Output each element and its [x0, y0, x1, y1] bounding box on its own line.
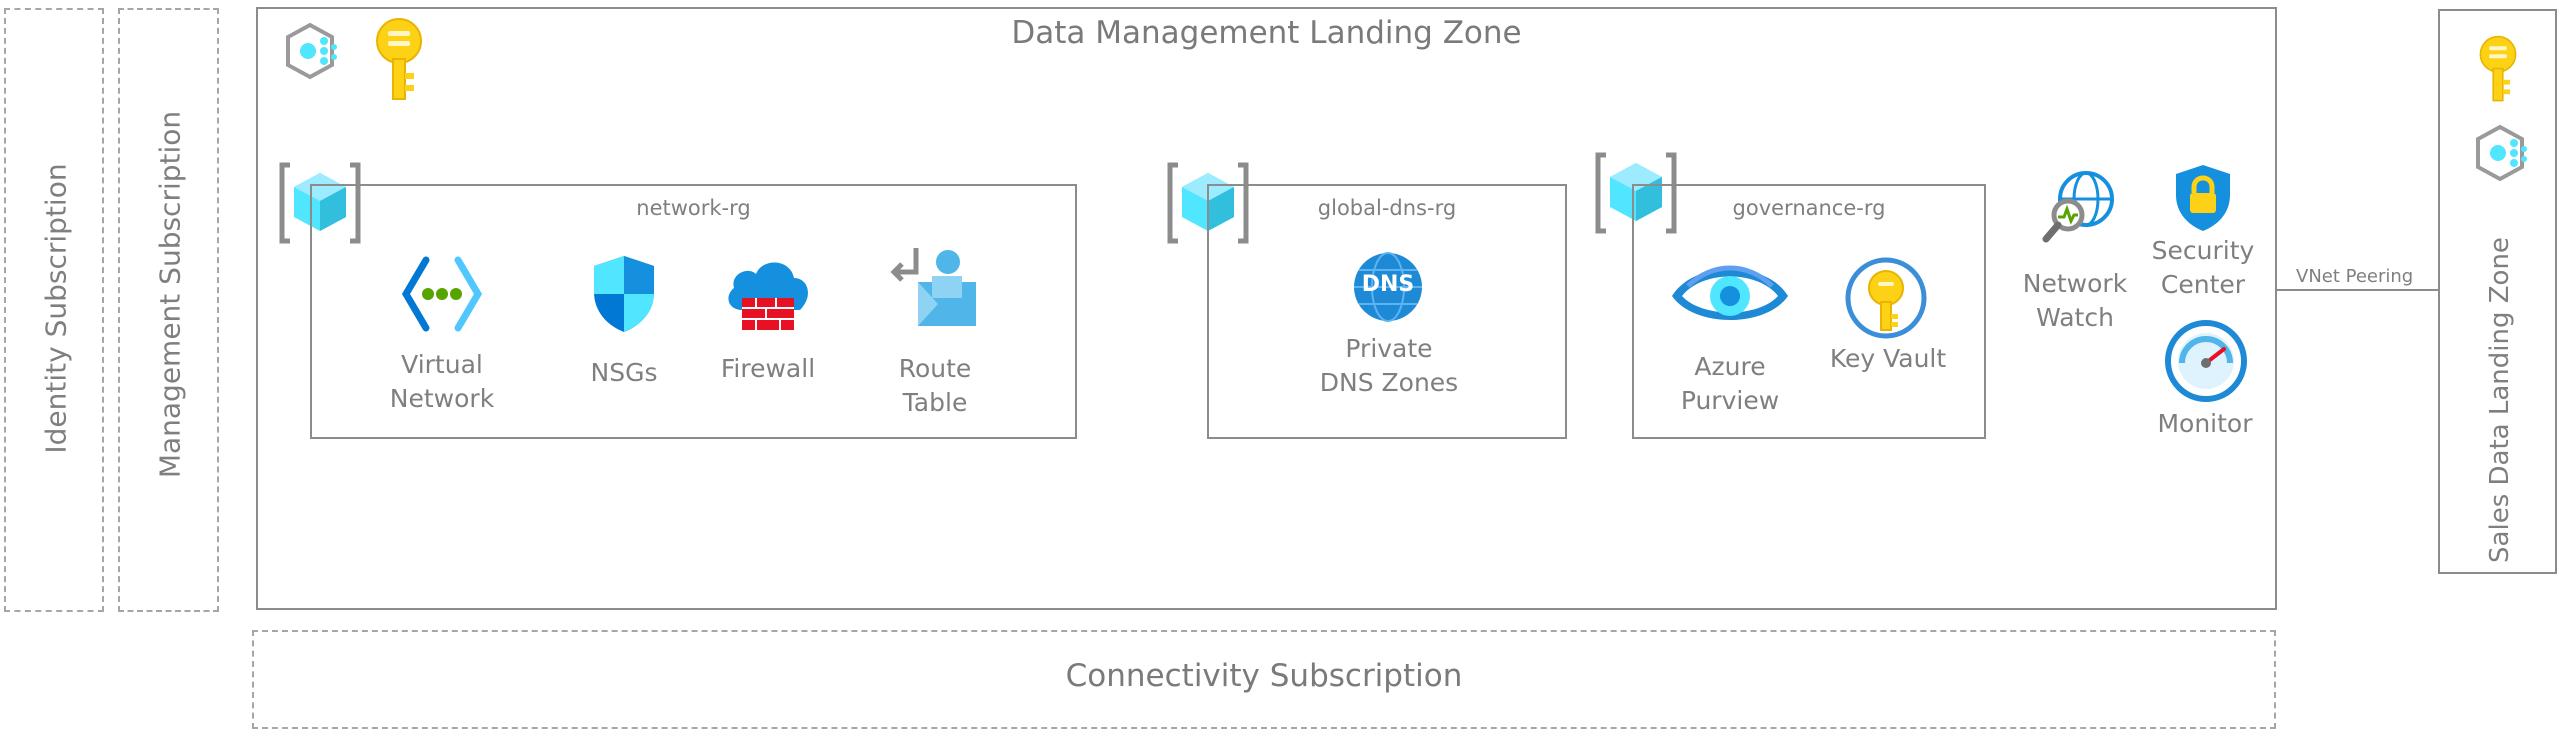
- governance-rg-title: governance-rg: [1732, 196, 1886, 220]
- dns-zone-icon: DNS: [1351, 250, 1425, 324]
- firewall-label: Firewall: [720, 354, 816, 383]
- nsg-shield-icon: [588, 252, 660, 336]
- global-dns-rg-title: global-dns-rg: [1317, 196, 1457, 220]
- route-table-label: Route Table: [898, 354, 972, 417]
- vnet-peering-line: [2277, 289, 2439, 291]
- virtual-network-icon: [400, 252, 484, 336]
- network-rg-box: network-rg Virtual Network NSGs: [310, 184, 1077, 439]
- security-center-icon: [2172, 161, 2234, 233]
- virtual-network-label: Virtual Network: [389, 350, 495, 413]
- purview-icon: [1668, 256, 1792, 332]
- key-vault-label: Key Vault: [1829, 344, 1947, 373]
- management-subscription-box: Management Subscription: [118, 8, 219, 612]
- private-dns-zones-label: Private DNS Zones: [1319, 334, 1459, 397]
- governance-rg-bracket-icon: [1594, 151, 1678, 239]
- firewall-icon: [720, 252, 816, 336]
- dns-badge-text: DNS: [1361, 272, 1415, 297]
- security-center-label: Security Center: [2151, 236, 2255, 299]
- monitor-label: Monitor: [2157, 409, 2253, 438]
- network-watch-label: Network Watch: [2022, 269, 2128, 332]
- network-watcher-icon: [2040, 167, 2120, 247]
- route-table-icon: [886, 242, 986, 332]
- connectivity-subscription-box: Connectivity Subscription: [252, 630, 2276, 729]
- sales-data-landing-zone: Sales Data Landing Zone: [2438, 9, 2557, 574]
- data-management-landing-zone: Data Management Landing Zone: [256, 7, 2277, 610]
- governance-rg-box: governance-rg Azure Purview: [1632, 184, 1986, 439]
- sales-zone-label: Sales Data Landing Zone: [2485, 237, 2515, 563]
- resource-group-icon: [2472, 123, 2532, 187]
- key-icon: [374, 17, 424, 107]
- vnet-peering-label: VNet Peering: [2296, 266, 2414, 287]
- resource-group-icon: [282, 21, 342, 85]
- azure-purview-label: Azure Purview: [1680, 352, 1780, 415]
- landing-zone-title: Data Management Landing Zone: [1011, 15, 1522, 51]
- key-icon: [2478, 35, 2518, 107]
- connectivity-subscription-label: Connectivity Subscription: [1065, 658, 1463, 694]
- management-subscription-label: Management Subscription: [153, 110, 187, 479]
- identity-subscription-label: Identity Subscription: [39, 163, 73, 454]
- global-dns-rg-box: global-dns-rg DNS Private DNS Zones: [1207, 184, 1567, 439]
- monitor-icon: [2164, 319, 2248, 403]
- key-vault-icon: [1844, 256, 1928, 340]
- network-rg-bracket-icon: [278, 161, 362, 249]
- identity-subscription-box: Identity Subscription: [4, 8, 104, 612]
- network-rg-title: network-rg: [636, 196, 751, 220]
- nsgs-label: NSGs: [590, 358, 658, 387]
